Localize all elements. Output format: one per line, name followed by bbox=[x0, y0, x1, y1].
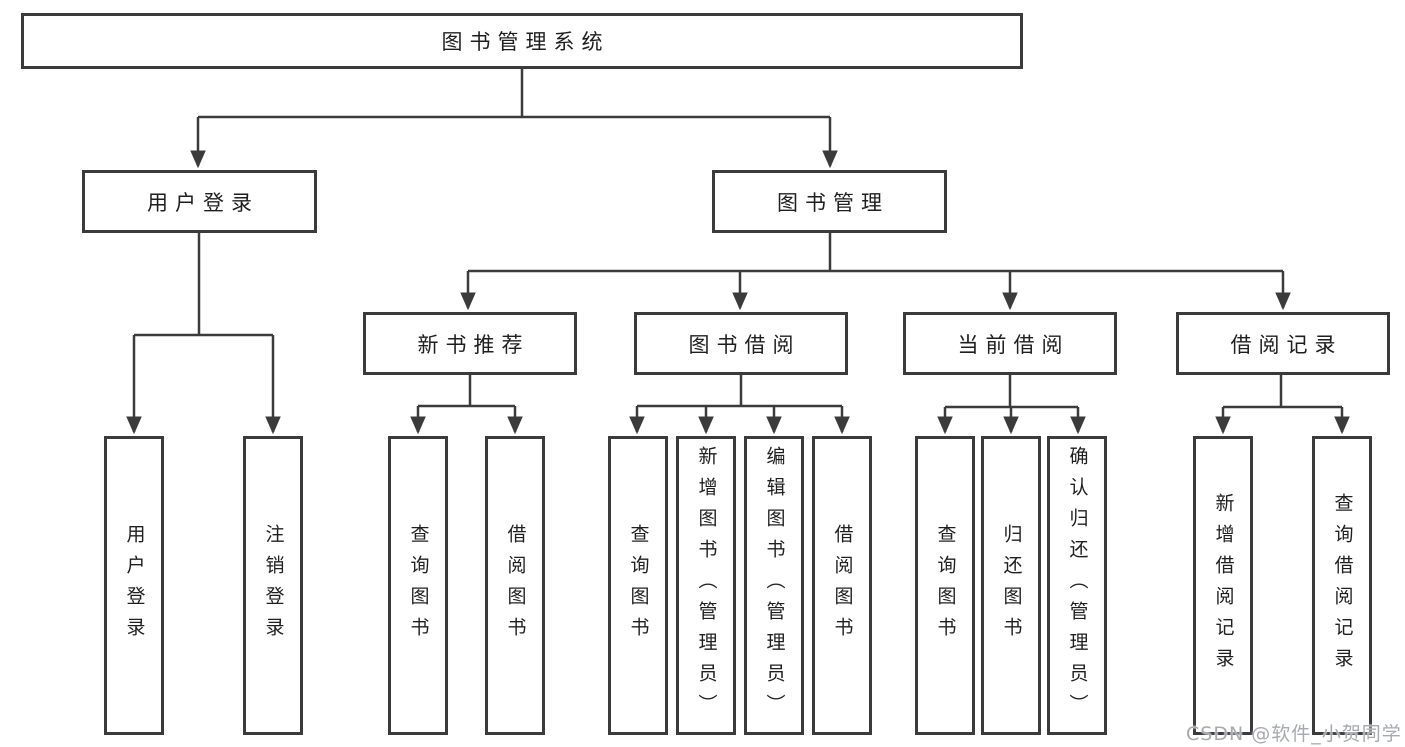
watermark: CSDN @软件_小贺同学 bbox=[1186, 723, 1402, 745]
node-leaf-borrow-book: 借阅图书 bbox=[812, 436, 872, 735]
node-current-borrowing: 当前借阅 bbox=[903, 312, 1117, 375]
node-leaf-query-borrow-record: 查询借阅记录 bbox=[1312, 436, 1372, 735]
node-borrowing-records: 借阅记录 bbox=[1176, 312, 1390, 375]
node-leaf-query-book-borrowing: 查询图书 bbox=[608, 436, 668, 735]
node-leaf-user-login: 用户登录 bbox=[104, 436, 164, 735]
node-leaf-add-book-admin: 新增图书（管理员） bbox=[676, 436, 736, 735]
node-leaf-query-book-recommend: 查询图书 bbox=[388, 436, 448, 735]
node-leaf-confirm-return-admin: 确认归还（管理员） bbox=[1047, 436, 1107, 735]
node-leaf-logout: 注销登录 bbox=[243, 436, 303, 735]
node-leaf-borrow-book-recommend: 借阅图书 bbox=[485, 436, 545, 735]
node-book-borrowing: 图书借阅 bbox=[634, 312, 848, 375]
node-leaf-add-borrow-record: 新增借阅记录 bbox=[1193, 436, 1253, 735]
node-book-management: 图书管理 bbox=[712, 170, 947, 233]
node-leaf-return-book: 归还图书 bbox=[981, 436, 1041, 735]
node-new-book-recommend: 新书推荐 bbox=[363, 312, 577, 375]
node-root: 图书管理系统 bbox=[21, 13, 1023, 69]
node-user-login: 用户登录 bbox=[82, 170, 317, 233]
node-leaf-edit-book-admin: 编辑图书（管理员） bbox=[744, 436, 804, 735]
node-leaf-query-book-current: 查询图书 bbox=[915, 436, 975, 735]
